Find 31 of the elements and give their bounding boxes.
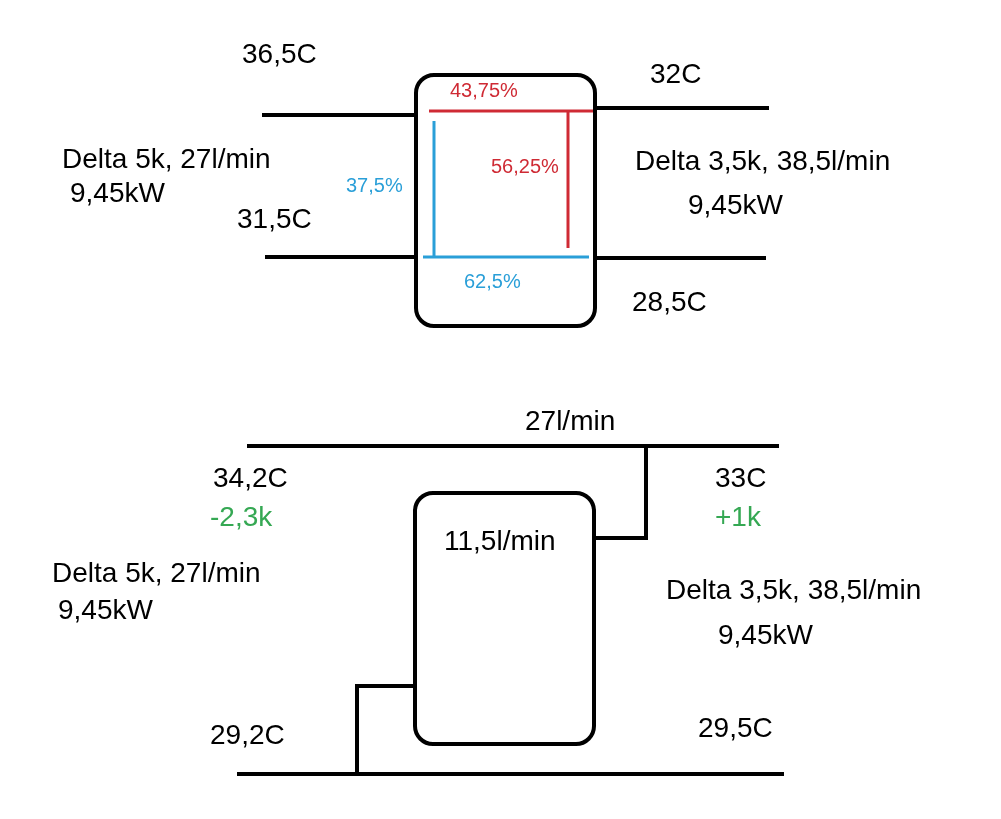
temperature-label: 31,5C — [237, 205, 312, 233]
percentage-label: 56,25% — [491, 156, 559, 176]
flow-info-label: Delta 3,5k, 38,5l/min — [666, 576, 922, 604]
flow-info-label: Delta 3,5k, 38,5l/min — [635, 147, 891, 175]
flow-info-label: Delta 5k, 27l/min — [62, 145, 271, 173]
pipe-line — [355, 684, 413, 774]
pipe-line — [597, 256, 766, 260]
temperature-label: 28,5C — [632, 288, 707, 316]
temperature-change-label: +1k — [715, 503, 761, 531]
percentage-label: 43,75% — [450, 80, 518, 100]
percentage-label: 62,5% — [464, 271, 521, 291]
flow-rate-label: 27l/min — [525, 407, 616, 435]
power-label: 9,45kW — [58, 596, 153, 624]
power-label: 9,45kW — [70, 179, 165, 207]
temperature-label: 29,2C — [210, 721, 285, 749]
temperature-label: 36,5C — [242, 40, 317, 68]
flow-rate-label: 11,5l/min — [444, 527, 556, 555]
temperature-label: 32C — [650, 60, 702, 88]
percentage-label: 37,5% — [346, 175, 403, 195]
flow-info-label: Delta 5k, 27l/min — [52, 559, 261, 587]
pipe-line — [596, 446, 648, 540]
temperature-label: 33C — [715, 464, 767, 492]
heat-exchanger-box — [414, 73, 597, 328]
pipe-line — [265, 255, 414, 259]
power-label: 9,45kW — [688, 191, 783, 219]
tank-box — [413, 491, 596, 746]
pipe-line — [597, 106, 769, 110]
temperature-label: 29,5C — [698, 714, 773, 742]
temperature-change-label: -2,3k — [210, 503, 273, 531]
temperature-label: 34,2C — [213, 464, 288, 492]
power-label: 9,45kW — [718, 621, 813, 649]
